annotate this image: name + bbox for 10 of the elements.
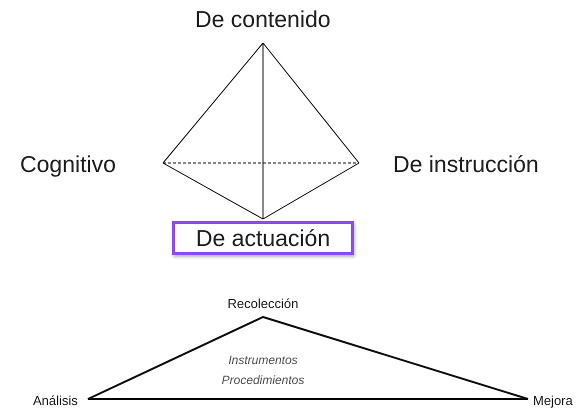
vertex-label: Análisis [33,394,78,407]
triangle-text: Procedimientos [222,372,304,389]
highlight-box: De actuación [172,221,354,255]
vertex-label: De contenido [195,8,331,31]
triangle-shape [87,316,529,400]
vertex-label: Recolección [228,297,298,310]
vertex-label: De instrucción [393,153,539,176]
triangle-text: Instrumentos [228,352,298,369]
vertex-label: Cognitivo [20,153,116,176]
vertex-label: Mejora [533,394,573,407]
